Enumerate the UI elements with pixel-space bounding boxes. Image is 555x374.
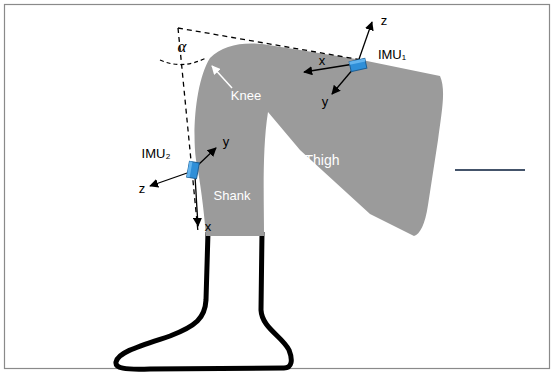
side-line	[455, 169, 525, 171]
leg-outline	[116, 232, 291, 369]
axis-label: z	[381, 14, 388, 27]
knee-pointer	[212, 66, 232, 88]
imu1-sensor	[349, 58, 367, 71]
imu2-sensor	[187, 161, 200, 178]
axis-label: x	[319, 54, 326, 67]
imu2-axes	[150, 148, 216, 226]
angle-arc	[160, 58, 206, 65]
sensor-label: IMU₁	[378, 48, 406, 61]
knee-body	[195, 44, 444, 236]
part-label: Shank	[214, 189, 251, 202]
thigh-axis-line	[178, 28, 362, 60]
shank-axis-line	[178, 28, 198, 232]
angle-symbol: α	[178, 38, 187, 55]
axis-label: x	[205, 220, 212, 233]
imu1-axes	[304, 22, 372, 94]
part-label: Knee	[231, 89, 261, 102]
axis-label: z	[139, 182, 146, 195]
axis-label: y	[223, 135, 230, 148]
axis-label: y	[322, 95, 329, 108]
frame	[5, 5, 550, 369]
part-label: Thigh	[304, 153, 339, 167]
sensor-label: IMU₂	[142, 147, 171, 160]
